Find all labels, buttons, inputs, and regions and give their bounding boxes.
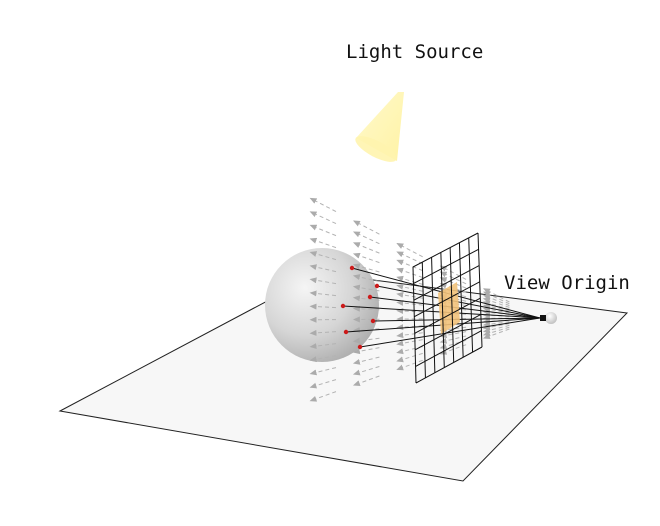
light-ray-arrow	[439, 335, 467, 344]
ray-hit-points	[340, 265, 380, 350]
light-ray-arrow	[309, 391, 337, 402]
light-ray-arrow	[396, 308, 423, 315]
grid-line	[468, 237, 474, 353]
light-ray-arrow	[482, 294, 510, 307]
light-ray-arrow	[309, 379, 337, 389]
light-ray-arrow	[352, 347, 380, 355]
light-ray-arrow	[396, 332, 423, 339]
hit-point	[374, 283, 380, 289]
hit-point	[349, 265, 355, 271]
light-ray-arrow	[309, 251, 337, 261]
hit-point	[357, 344, 363, 350]
light-ray-arrow	[482, 328, 510, 339]
light-ray-arrow	[352, 231, 380, 245]
light-ray-arrow	[396, 299, 423, 306]
light-ray-arrow	[396, 339, 423, 347]
view-ray	[359, 317, 541, 348]
light-ray-arrow	[396, 283, 423, 292]
light-ray-arrow	[309, 329, 337, 336]
light-ray-arrow	[309, 355, 337, 363]
grid-line	[413, 248, 479, 285]
grid-line	[414, 297, 481, 334]
light-ray-arrow	[396, 275, 423, 285]
light-ray-arrow	[396, 352, 423, 363]
light-ray-arrow	[482, 309, 510, 316]
light-ray-arrow	[396, 346, 423, 355]
light-ray-arrow	[482, 300, 510, 310]
light-ray-arrow	[439, 271, 467, 285]
light-ray-arrow	[309, 343, 337, 350]
grid-line	[431, 257, 436, 373]
light-ray-arrow	[309, 367, 337, 376]
light-ray-arrow	[396, 359, 423, 371]
image-plane-grid	[412, 232, 483, 384]
grid-line	[415, 346, 483, 384]
cone-light-icon	[355, 92, 404, 162]
grid-line	[477, 232, 483, 348]
grid-line	[421, 262, 426, 378]
grid-line	[414, 313, 482, 351]
light-source-label: Light Source	[346, 41, 483, 63]
sphere-object	[265, 248, 379, 362]
light-ray-arrow	[352, 375, 380, 386]
light-ray-arrow	[439, 277, 467, 289]
light-ray-arrow	[439, 331, 467, 339]
hit-point	[367, 294, 373, 300]
light-ray-arrow	[439, 265, 467, 280]
light-ray-arrow	[352, 274, 380, 282]
light-ray-arrow	[482, 291, 510, 305]
light-ray-arrow	[309, 277, 337, 285]
hit-point	[340, 303, 346, 309]
grid-line	[412, 232, 479, 268]
grid-line	[449, 247, 455, 363]
light-ray-arrow	[352, 242, 380, 254]
grid-line	[458, 242, 464, 358]
grid-line	[412, 266, 417, 384]
hit-point	[343, 329, 349, 335]
light-ray-arrow	[353, 220, 380, 235]
light-ray-arrow	[482, 297, 510, 308]
light-ray-arrow	[483, 288, 510, 303]
light-ray-arrow	[396, 291, 423, 299]
light-ray-arrow	[309, 303, 337, 310]
light-ray-arrow	[482, 303, 510, 312]
light-ray-arrow	[396, 267, 423, 278]
eye-sphere-icon	[540, 312, 557, 324]
light-ray-arrow	[352, 252, 380, 264]
grid-line	[440, 252, 445, 368]
view-origin-label: View Origin	[504, 272, 630, 294]
light-ray-arrow	[352, 327, 380, 333]
light-ray-arrow	[352, 284, 380, 292]
light-ray-arrow	[482, 306, 510, 314]
light-ray-arrow	[309, 290, 337, 297]
light-ray-arrow	[352, 295, 380, 302]
light-ray-arrow	[439, 282, 467, 293]
hit-point	[370, 318, 376, 324]
light-ray-arrow	[352, 305, 380, 312]
light-ray-arrow	[309, 224, 337, 237]
light-ray-arrow	[309, 264, 337, 273]
light-ray-arrow	[352, 337, 380, 344]
light-ray-arrow	[396, 243, 423, 258]
light-ray-arrow	[309, 237, 337, 249]
light-ray-arrow	[396, 259, 423, 272]
light-ray-arrow	[396, 251, 423, 265]
light-ray-arrow	[352, 356, 380, 365]
light-ray-arrow	[352, 263, 380, 273]
light-ray-arrow	[309, 211, 337, 225]
light-ray-arrow	[439, 339, 467, 350]
light-ray-arrow	[439, 344, 467, 355]
grid-line	[414, 281, 480, 318]
light-ray-arrow	[352, 366, 380, 376]
grid-line	[415, 330, 482, 367]
grid-line	[413, 265, 480, 301]
light-ray-arrow	[309, 197, 337, 213]
light-ray-arrow	[396, 324, 423, 331]
